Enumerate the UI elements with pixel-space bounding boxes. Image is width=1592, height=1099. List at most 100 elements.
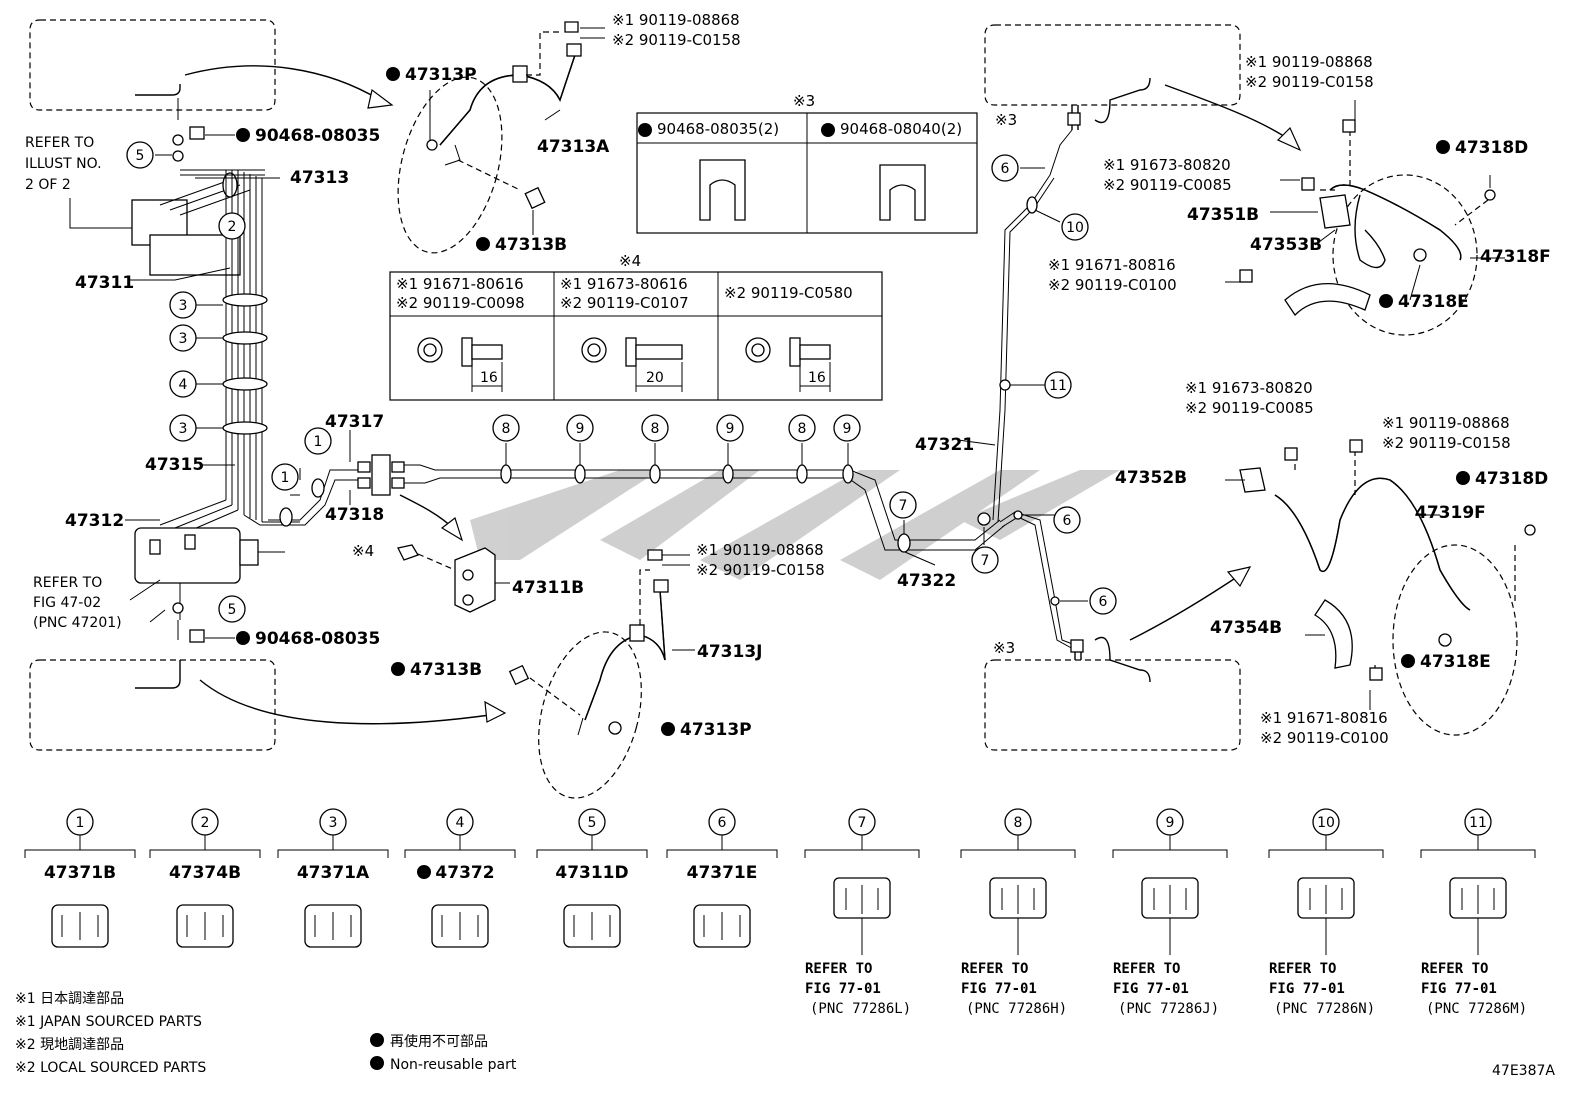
svg-text:5: 5: [228, 602, 237, 618]
callout-11: 11: [1044, 371, 1072, 399]
label-47351B: 47351B: [1187, 205, 1259, 225]
svg-text:※2 LOCAL SOURCED PARTS: ※2 LOCAL SOURCED PARTS: [15, 1060, 206, 1076]
svg-text:(PNC 77286N): (PNC 77286N): [1274, 1001, 1375, 1017]
svg-text:9: 9: [576, 421, 585, 437]
svg-text:Non-reusable part: Non-reusable part: [390, 1057, 517, 1073]
grommet-top: [172, 134, 184, 146]
label-47311B: 47311B: [512, 578, 584, 598]
clip-legend-strip: 147371B247374B347371A447372547311D647371…: [24, 808, 1536, 1017]
label-47318F: 47318F: [1480, 247, 1551, 267]
svg-text:7: 7: [981, 553, 990, 569]
svg-text:8: 8: [651, 421, 660, 437]
svg-text:REFER TO: REFER TO: [961, 961, 1028, 977]
svg-text:8: 8: [798, 421, 807, 437]
clip-1-a: [279, 507, 293, 527]
svg-text:※2 90119-C0158: ※2 90119-C0158: [696, 561, 825, 579]
callout-3: 3: [169, 291, 197, 319]
label-47315: 47315: [145, 455, 204, 475]
refer-top-l3: 2 OF 2: [25, 177, 71, 193]
svg-text:※2 90119-C0085: ※2 90119-C0085: [1185, 399, 1314, 417]
label-47352B: 47352B: [1115, 468, 1187, 488]
label-90468-bottom: 90468-08035: [255, 629, 380, 649]
label-47317: 47317: [325, 412, 384, 432]
svg-text:8: 8: [1014, 815, 1023, 831]
svg-text:※1 91673-80820: ※1 91673-80820: [1103, 156, 1231, 174]
callout-2: 2: [218, 212, 246, 240]
svg-text:5: 5: [136, 148, 145, 164]
svg-text:4: 4: [179, 377, 188, 393]
label-90468-top: 90468-08035: [255, 126, 380, 146]
label-47311: 47311: [75, 273, 134, 293]
svg-text:6: 6: [1001, 161, 1010, 177]
arrow-to-top-wheel: [184, 65, 381, 101]
svg-text:9: 9: [843, 421, 852, 437]
callout-1: 1: [304, 427, 332, 455]
label-47318E-top: 47318E: [1398, 292, 1469, 312]
svg-text:(PNC 77286M): (PNC 77286M): [1426, 1001, 1527, 1017]
svg-text:※2 90119-C0098: ※2 90119-C0098: [396, 294, 525, 312]
callout-10: 10: [1061, 213, 1089, 241]
footer-notes: ※1 日本調達部品 ※1 JAPAN SOURCED PARTS ※2 現地調達…: [15, 991, 1555, 1079]
vehicle-outline-top-left: [29, 19, 276, 111]
svg-text:3: 3: [179, 298, 188, 314]
svg-text:※1 90119-08868: ※1 90119-08868: [1245, 53, 1373, 71]
vehicle-outline-bottom-right: [984, 659, 1241, 751]
svg-text:1: 1: [314, 434, 323, 450]
label-47313A: 47313A: [537, 137, 610, 157]
label-47313P-top: 47313P: [405, 65, 477, 85]
svg-text:1: 1: [281, 470, 290, 486]
vehicle-outline-bottom-left: [29, 659, 276, 751]
callout-8: 8: [492, 414, 520, 442]
grommet-bottom: [172, 602, 184, 614]
nonreusable-dots: [236, 67, 1470, 1070]
callout-6: 6: [1089, 587, 1117, 615]
label-47313B-top: 47313B: [495, 235, 567, 255]
bottom-wheel-detail: [508, 549, 695, 799]
label-47318: 47318: [325, 505, 384, 525]
mark3-label: ※3: [793, 92, 815, 110]
svg-text:REFER TO: REFER TO: [1269, 961, 1336, 977]
svg-text:※2 現地調達部品: ※2 現地調達部品: [15, 1037, 124, 1053]
callout-9: 9: [566, 414, 594, 442]
svg-text:※2 90119-C0158: ※2 90119-C0158: [612, 31, 741, 49]
svg-text:※1 90119-08868: ※1 90119-08868: [696, 541, 824, 559]
svg-text:※2 90119-C0580: ※2 90119-C0580: [724, 284, 853, 302]
label-47354B: 47354B: [1210, 618, 1282, 638]
svg-text:16: 16: [480, 370, 498, 386]
svg-text:47371B: 47371B: [44, 863, 116, 883]
bracket-47311B: [397, 544, 496, 613]
svg-text:※3: ※3: [995, 111, 1017, 129]
clip-3-b: [222, 331, 268, 345]
svg-text:※1 91671-80816: ※1 91671-80816: [1048, 256, 1176, 274]
refer-bottom-l3: (PNC 47201): [33, 615, 122, 631]
svg-text:※1 90119-08868: ※1 90119-08868: [612, 11, 740, 29]
svg-text:47374B: 47374B: [169, 863, 241, 883]
svg-text:FIG 77-01: FIG 77-01: [1421, 981, 1497, 997]
svg-text:※4: ※4: [352, 542, 374, 560]
rear-bottom-wheel-detail: [1225, 439, 1536, 736]
svg-text:※1 日本調達部品: ※1 日本調達部品: [15, 991, 124, 1007]
callout-6: 6: [991, 154, 1019, 182]
joint-fitting: [357, 454, 405, 496]
svg-text:47371A: 47371A: [297, 863, 370, 883]
svg-text:10: 10: [1317, 815, 1335, 831]
callout-5: 5: [126, 141, 154, 169]
center-pipe-run: [404, 24, 1302, 751]
clip-90468-top: [189, 126, 205, 140]
svg-text:7: 7: [858, 815, 867, 831]
svg-text:FIG 77-01: FIG 77-01: [1113, 981, 1189, 997]
callout-7: 7: [889, 491, 917, 519]
callout-9: 9: [833, 414, 861, 442]
clip-3-a: [222, 293, 268, 307]
svg-text:7: 7: [899, 498, 908, 514]
svg-text:6: 6: [1099, 594, 1108, 610]
diagram-code: 47E387A: [1492, 1063, 1555, 1079]
svg-text:※1 91673-80616: ※1 91673-80616: [560, 275, 688, 293]
